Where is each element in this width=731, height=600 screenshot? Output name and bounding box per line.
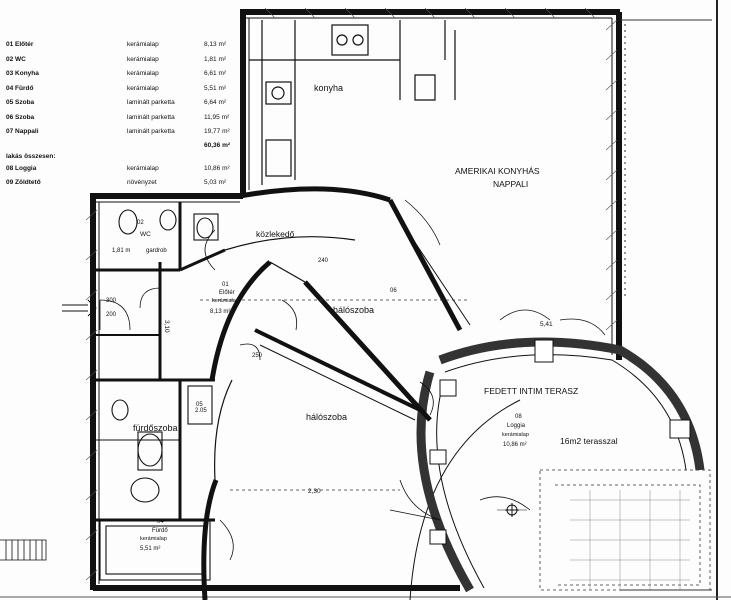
drain-mark-icon (497, 503, 527, 517)
legend-area: 5,51 m² (204, 84, 227, 92)
legend-row: 02 WC kerámialap 1,81 m² (6, 53, 236, 68)
eloter-material: kerámialap (212, 298, 239, 304)
legend-row: 08 Loggia kerámialap 10,86 m² (6, 162, 236, 177)
loggia-number: 08 (515, 414, 522, 420)
legend-total: 60,36 m² (204, 141, 231, 149)
room-labels: konyha AMERIKAI KONYHÁS NAPPALI közleked… (112, 83, 618, 552)
legend-material: kerámialap (127, 55, 159, 63)
wc-area: 1,81 m (112, 248, 130, 254)
eloter-name: Előtér (219, 290, 235, 296)
legend-area: 19,77 m² (204, 128, 230, 135)
kitchen-counter (249, 20, 456, 185)
legend-room: 01 Előtér (6, 41, 34, 48)
legend-material: kerámialap (127, 70, 159, 77)
legend-row: 04 Fürdő kerámialap 5,51 m² (6, 82, 236, 97)
wc-label: WC (140, 231, 151, 238)
door-swings (99, 199, 606, 561)
legend-material: kerámialap (127, 164, 159, 172)
dim-240: 240 (318, 258, 329, 264)
legend-row: 01 Előtér kerámialap 8,13 m² (6, 38, 236, 53)
terrace-deck (570, 490, 690, 590)
dimension-labels: 2,30 3,10 5,41 300 200 250 2.05 240 (106, 258, 553, 495)
dim-310: 3,10 (163, 320, 170, 333)
legend-material: kerámialap (127, 84, 159, 92)
legend-room: 05 Szoba (6, 99, 35, 106)
outer-walls (90, 9, 622, 591)
legend-room: 02 WC (6, 55, 26, 63)
bathroom-fixtures (99, 209, 219, 581)
furdo-number: 04 (157, 519, 164, 525)
legend-area: 11,95 m² (204, 113, 230, 121)
furdo-area: 5,51 m² (140, 546, 160, 552)
legend-material: növényzet (127, 179, 157, 186)
dim-200: 200 (106, 312, 117, 318)
living-label-2: NAPPALI (493, 179, 528, 189)
legend-row: 09 Zöldtető növényzet 5,03 m² (6, 176, 236, 191)
dim-541: 5,41 (540, 321, 553, 328)
windows (429, 339, 691, 545)
loggia-area: 10,86 m² (503, 442, 527, 448)
dim-300: 300 (106, 298, 117, 304)
entrance-arrow-icon (62, 299, 97, 317)
area-legend: 01 Előtér kerámialap 8,13 m² 02 WC kerám… (6, 38, 236, 191)
room-06-number: 06 (390, 288, 397, 294)
eloter-number: 01 (222, 282, 229, 288)
terrace-size-label: 16m2 terasszal (560, 436, 618, 446)
legend-row: 03 Konyha kerámialap 6,61 m² (6, 67, 236, 82)
loggia-material: kerámialap (502, 432, 529, 438)
stairs (0, 539, 47, 561)
legend-row: 06 Szoba laminált parketta 11,95 m² (6, 111, 236, 126)
legend-room: 07 Nappali (6, 128, 39, 135)
legend-row: 07 Nappali laminált parketta 19,77 m² (6, 125, 236, 140)
furdo-label: fürdőszoba (133, 423, 178, 433)
loggia-name: Loggia (507, 423, 526, 429)
legend-room: 06 Szoba (6, 113, 35, 121)
kozlekedo-label: közlekedő (256, 229, 295, 239)
gardrob-label: gardrob (146, 248, 167, 254)
legend-subheading: lakás összesen: (6, 152, 56, 160)
legend-room: 09 Zöldtető (6, 179, 41, 186)
halo-label-1: hálószoba (333, 305, 374, 315)
legend-room: 03 Konyha (6, 70, 39, 77)
wall-hatching (85, 7, 618, 581)
legend-area: 10,86 m² (204, 164, 230, 172)
legend-area: 5,03 m² (204, 179, 227, 186)
dim-250: 250 (252, 353, 263, 359)
halo-label-2: hálószoba (306, 412, 347, 422)
furdo-material: kerámialap (140, 536, 167, 542)
dim-205: 2.05 (195, 408, 207, 414)
eloter-area: 8,13 m² (210, 309, 230, 315)
wc-number: 02 (137, 220, 144, 226)
legend-area: 8,13 m² (204, 41, 227, 48)
legend-material: laminált parketta (127, 128, 175, 135)
scan-frame (620, 19, 712, 591)
legend-room: 04 Fürdő (6, 84, 34, 92)
legend-row: 05 Szoba laminált parketta 6,64 m² (6, 96, 236, 111)
room-05-number: 05 (196, 402, 203, 408)
legend-total-row: 60,36 m² (6, 140, 236, 151)
legend-area: 6,61 m² (204, 70, 227, 77)
legend-material: laminált parketta (127, 113, 175, 121)
living-label-1: AMERIKAI KONYHÁS (455, 166, 540, 176)
legend-area: 6,64 m² (204, 99, 227, 106)
legend-subheading-row: lakás összesen: (6, 151, 236, 162)
furdo-name: Fürdő (152, 528, 168, 534)
curved-corridor-walls (201, 186, 471, 600)
legend-material: kerámialap (127, 41, 159, 48)
legend-area: 1,81 m² (204, 55, 227, 63)
terrace-label: FEDETT INTIM TERASZ (484, 386, 578, 396)
legend-room: 08 Loggia (6, 164, 37, 172)
legend-material: laminált parketta (127, 99, 175, 106)
dim-230: 2,30 (308, 488, 321, 495)
konyha-label: konyha (314, 83, 343, 93)
